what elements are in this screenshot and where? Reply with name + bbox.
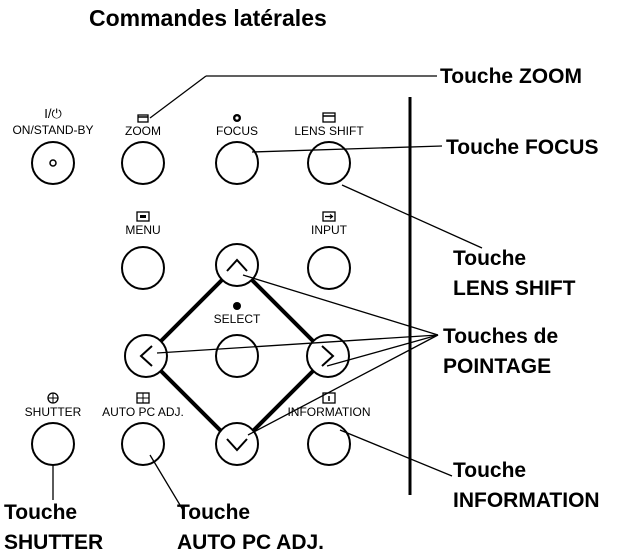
power-glyph: I/⏻: [44, 106, 62, 121]
lens-shift-label: LENS SHIFT: [294, 124, 364, 138]
callout-shutter-line1: Touche: [4, 501, 78, 524]
select-label: SELECT: [213, 312, 261, 326]
leader-pointage-left: [156, 334, 439, 354]
power-label: ON/STAND-BY: [12, 123, 94, 137]
down-button: [215, 422, 259, 466]
leader-pointage-up: [242, 274, 439, 336]
shutter-label: SHUTTER: [24, 405, 82, 419]
input-label: INPUT: [311, 223, 347, 237]
leader-pointage-down: [247, 334, 439, 436]
arrow-right-icon: [321, 345, 335, 367]
callout-zoom: Touche ZOOM: [440, 65, 582, 88]
leader-information: [339, 429, 453, 477]
arrow-left-icon: [139, 345, 153, 367]
power-button: [31, 141, 75, 185]
lens-shift-icon: [322, 112, 336, 123]
leader-auto-pc: [149, 454, 184, 511]
right-button: [306, 334, 350, 378]
auto-pc-label: AUTO PC ADJ.: [102, 405, 184, 419]
lens-shift-button: [307, 141, 351, 185]
power-label-block: I/⏻ ON/STAND-BY: [0, 106, 108, 138]
leader-lens-shift: [341, 184, 483, 249]
menu-icon: [136, 211, 150, 222]
input-button: [307, 246, 351, 290]
callout-lens-shift-line1: Touche: [453, 247, 527, 270]
callout-lens-shift: Touche LENS SHIFT: [453, 244, 576, 304]
zoom-button: [121, 141, 165, 185]
information-button: [307, 422, 351, 466]
arrow-down-icon: [226, 438, 248, 452]
callout-lens-shift-line2: LENS SHIFT: [453, 277, 576, 300]
callout-focus: Touche FOCUS: [446, 136, 599, 159]
callout-information: Touche INFORMATION: [453, 456, 600, 516]
shutter-button: [31, 422, 75, 466]
zoom-label: ZOOM: [125, 124, 161, 138]
callout-information-line2: INFORMATION: [453, 489, 600, 512]
callout-shutter: Touche SHUTTER: [4, 498, 103, 558]
left-button: [124, 334, 168, 378]
callout-auto-pc-line2: AUTO PC ADJ.: [177, 531, 325, 554]
information-label: INFORMATION: [287, 405, 371, 419]
zoom-icon: [137, 114, 149, 123]
callout-auto-pc-line1: Touche: [177, 501, 251, 524]
up-button: [215, 243, 259, 287]
focus-label: FOCUS: [216, 124, 258, 138]
callout-pointage: Touches de POINTAGE: [443, 322, 558, 382]
select-dot-icon: [233, 302, 241, 310]
callout-auto-pc: Touche AUTO PC ADJ.: [177, 498, 324, 558]
auto-pc-button: [121, 422, 165, 466]
leader-zoom: [149, 75, 207, 119]
callout-pointage-line1: Touches de: [443, 325, 559, 348]
information-icon: [322, 392, 336, 404]
diagram-title: Commandes latérales: [89, 5, 327, 31]
leader-pointage-right: [326, 334, 439, 367]
input-icon: [322, 211, 336, 222]
menu-label: MENU: [125, 223, 161, 237]
focus-button: [215, 141, 259, 185]
callout-pointage-line2: POINTAGE: [443, 355, 552, 378]
power-dot-icon: [49, 159, 57, 167]
callout-shutter-line2: SHUTTER: [4, 531, 104, 554]
arrow-up-icon: [226, 258, 248, 272]
leader-focus: [251, 145, 443, 153]
select-button: [215, 334, 259, 378]
callout-information-line1: Touche: [453, 459, 527, 482]
menu-button: [121, 246, 165, 290]
